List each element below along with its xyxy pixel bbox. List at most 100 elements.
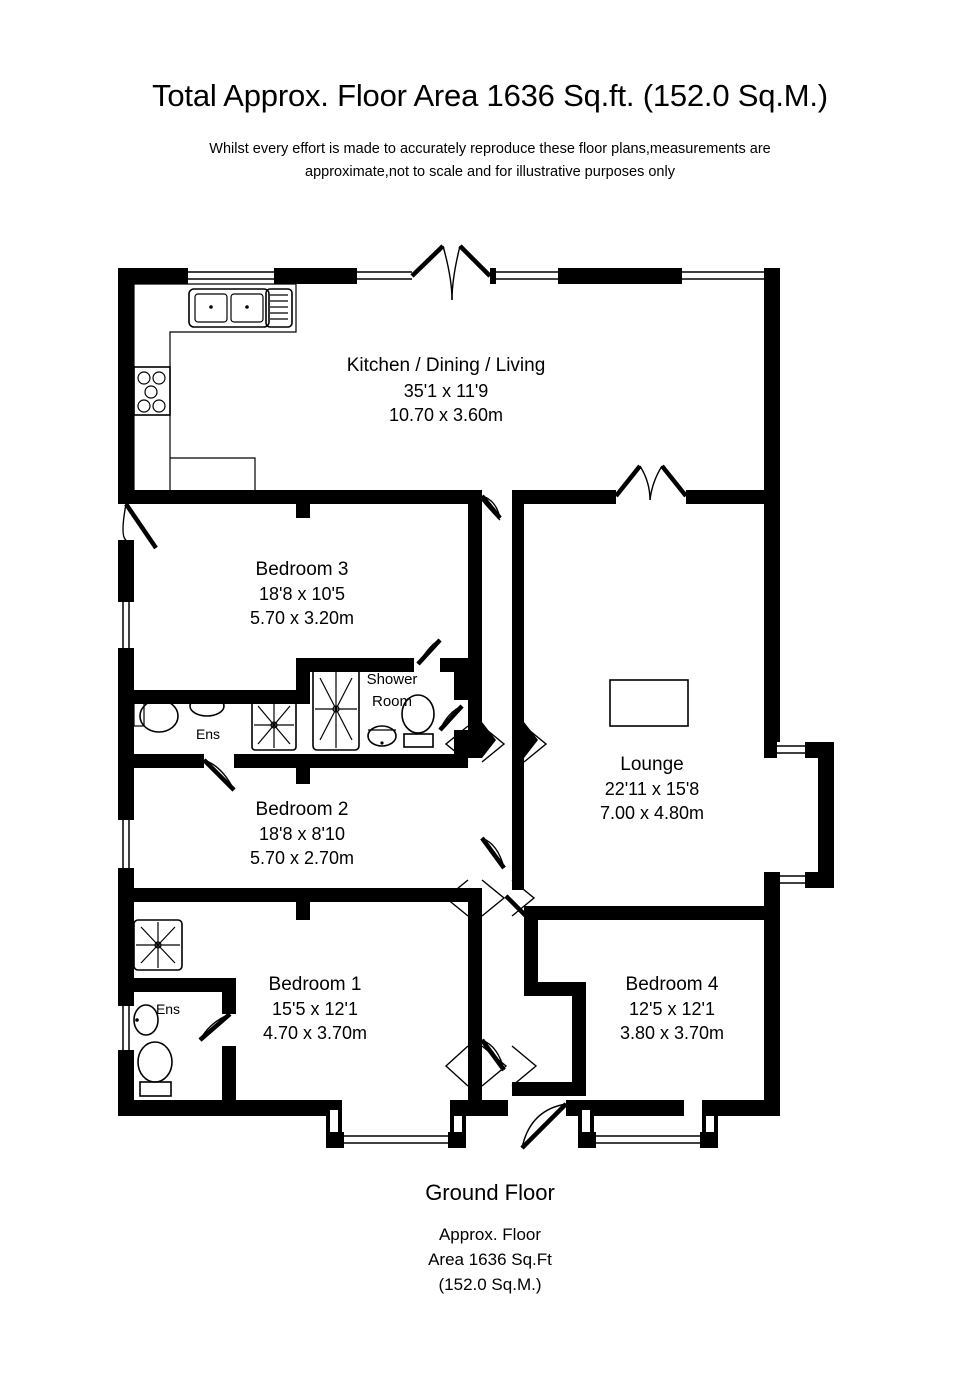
french-doors-top[interactable] — [410, 244, 492, 301]
door-ensuite-lower[interactable] — [198, 1012, 232, 1042]
wall-ens-lower-right-b — [222, 1046, 236, 1116]
outer-walls — [118, 244, 834, 1150]
page-title: Total Approx. Floor Area 1636 Sq.ft. (15… — [152, 78, 828, 113]
wall-shower-right-b — [454, 730, 468, 754]
wall-bottom-c — [566, 1100, 684, 1116]
room-label-ensuite-lower: Ens — [156, 1001, 180, 1017]
wall-bottom-b — [450, 1100, 508, 1116]
room-label-kitchen-dim-imperial: 35'1 x 11'9 — [404, 381, 489, 401]
floor-area-line-1: Approx. Floor — [438, 1225, 542, 1244]
wall-ens-upper-bottom-a — [118, 754, 204, 768]
floor-area: Approx. Floor Area 1636 Sq.Ft (152.0 Sq.… — [0, 1206, 980, 1297]
wall-bed4-jog — [524, 982, 586, 996]
wall-left-bed2-a — [118, 762, 134, 820]
disclaimer-line-2: approximate,not to scale and for illustr… — [305, 164, 675, 180]
room-label-ensuite-upper: Ens — [196, 726, 220, 742]
door-bedroom4[interactable] — [504, 894, 532, 922]
hall-notch-left-upper — [468, 722, 496, 758]
wall-lounge-top-a — [524, 490, 616, 504]
kitchen-sink-icon — [188, 288, 293, 328]
wall-ens-upper-stub — [296, 754, 310, 784]
wall-left-ens-lower-b — [118, 1050, 134, 1116]
double-doors-lounge[interactable] — [614, 464, 688, 501]
wall-ens-lower-right-top — [118, 978, 236, 992]
wall-bed4-top — [524, 906, 780, 920]
ensuite-lower-fixtures — [133, 919, 183, 1097]
wall-top-a — [118, 268, 188, 284]
front-entrance-door[interactable] — [520, 1102, 568, 1150]
wall-bed4-left-b — [572, 982, 586, 1082]
wall-bed2-stub — [296, 888, 310, 920]
room-label-bedroom2-dim-imperial: 18'8 x 8'10 — [259, 824, 345, 844]
header: Total Approx. Floor Area 1636 Sq.ft. (15… — [0, 0, 980, 184]
hall-notch-right-upper — [512, 722, 538, 758]
room-label-bedroom2-dim-metric: 5.70 x 2.70m — [250, 848, 354, 868]
wall-right-upper — [764, 268, 780, 750]
wall-kitchen-bottom-a — [118, 490, 304, 504]
floor-name: Ground Floor — [425, 1180, 555, 1205]
wall-bed2-bottom-b — [310, 888, 468, 902]
wall-top-c — [490, 268, 496, 284]
wall-left-bed3-b — [118, 648, 134, 696]
wall-top-b — [274, 268, 357, 284]
toilet-icon-ensuite-lower — [137, 1041, 173, 1097]
wall-right-lower — [764, 872, 780, 1116]
bay-corner-bottom — [818, 855, 834, 872]
room-label-lounge-dim-imperial: 22'11 x 15'8 — [605, 779, 700, 799]
wall-shower-right — [454, 672, 468, 700]
wall-bed4-left-a — [524, 920, 538, 982]
wall-kitchen-stub — [296, 490, 310, 518]
door-ensuite-upper[interactable] — [202, 758, 236, 792]
door-shower-room[interactable] — [416, 638, 442, 666]
window-left-ens-lower — [118, 1006, 134, 1050]
wall-ens-lower-right-a — [222, 978, 236, 1014]
door-bedroom2-hall[interactable] — [480, 836, 506, 870]
room-label-lounge-name: Lounge — [620, 754, 683, 775]
room-label-bedroom1-dim-metric: 4.70 x 3.70m — [263, 1023, 367, 1043]
window-top-kitchen-2 — [357, 268, 412, 284]
wall-shower-top-b — [440, 658, 468, 672]
wall-left-bed3-a — [118, 540, 134, 602]
disclaimer-line-1: Whilst every effort is made to accuratel… — [209, 141, 771, 157]
wall-ens-upper-bottom-b — [234, 754, 296, 768]
room-label-bedroom3-name: Bedroom 3 — [256, 559, 349, 580]
window-left-bed2 — [118, 820, 134, 868]
door-kitchen-hall[interactable] — [480, 494, 502, 520]
window-top-kitchen-3 — [496, 268, 558, 284]
toilet-icon-shower-room — [401, 694, 435, 748]
room-label-lounge-dim-metric: 7.00 x 4.80m — [600, 803, 704, 823]
window-top-kitchen-1 — [188, 268, 274, 284]
kitchen-units — [133, 283, 297, 490]
room-label-kitchen-dim-metric: 10.70 x 3.60m — [389, 405, 503, 425]
room-label-bedroom4-dim-imperial: 12'5 x 12'1 — [629, 999, 715, 1019]
bay-window-lounge — [764, 742, 834, 888]
footer: Ground Floor Approx. Floor Area 1636 Sq.… — [0, 1180, 980, 1297]
room-labels: Kitchen / Dining / Living 35'1 x 11'9 10… — [156, 355, 724, 1043]
room-label-bedroom3-dim-imperial: 18'8 x 10'5 — [259, 584, 345, 604]
room-label-bedroom1-name: Bedroom 1 — [269, 974, 362, 995]
wall-left-ens-upper — [118, 696, 134, 762]
door-shower-to-hall[interactable] — [438, 704, 464, 732]
room-label-bedroom4-name: Bedroom 4 — [626, 974, 719, 995]
wall-left-kitchen — [118, 268, 134, 504]
fireplace-icon — [609, 679, 689, 727]
basin-icon-ensuite-upper — [189, 695, 225, 717]
room-label-bedroom3-dim-metric: 5.70 x 3.20m — [250, 608, 354, 628]
wall-left-bed2-b — [118, 868, 134, 978]
basin-icon-shower-room — [367, 725, 397, 747]
window-top-kitchen-4 — [682, 268, 764, 284]
shower-tray-icon-ensuite-lower — [133, 919, 183, 971]
shower-tray-icon-shower-room — [312, 667, 360, 751]
wall-shower-bottom — [310, 754, 468, 768]
toilet-icon-ensuite-upper — [133, 699, 179, 733]
shower-tray-icon-ensuite-upper — [251, 699, 297, 751]
bay-corner-top — [818, 742, 834, 762]
door-bedroom3-exterior[interactable] — [122, 502, 158, 550]
basin-icon-ensuite-lower — [133, 1004, 159, 1036]
wall-bed2-bottom-a — [118, 888, 304, 902]
floor-area-line-3: (152.0 Sq.M.) — [438, 1275, 542, 1294]
wall-hall-right-upper — [512, 490, 524, 890]
wall-hall-left-upper — [468, 490, 482, 722]
